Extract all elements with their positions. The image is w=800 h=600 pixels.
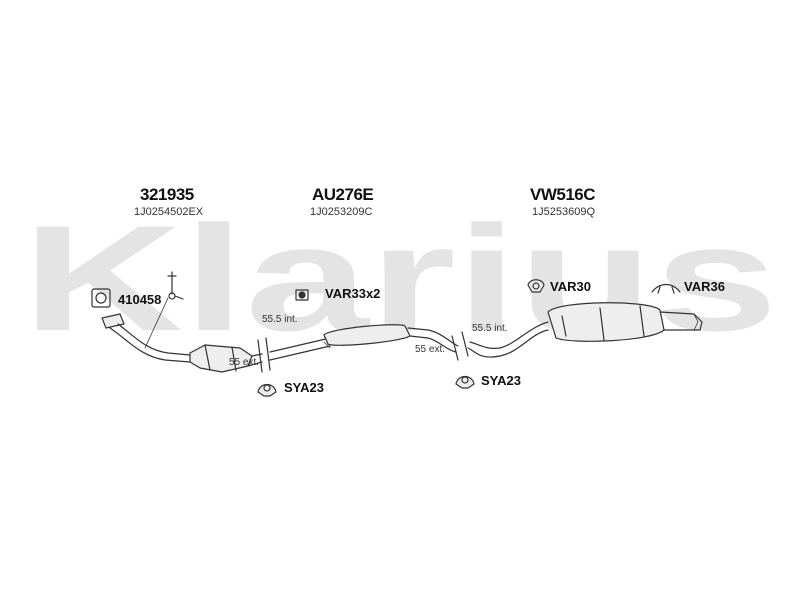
- part-label-mount: VAR30: [550, 279, 591, 294]
- assembly-ref-1: 1J0254502EX: [134, 206, 204, 218]
- front-pipe-section: [101, 313, 263, 373]
- part-label-rubber-1: SYA23: [284, 380, 324, 395]
- rear-section: [467, 302, 703, 358]
- hanger-icon: [651, 283, 681, 294]
- dimension-ext-1: 55 ext.: [229, 357, 260, 368]
- rubber-mount-icon-2: [455, 375, 475, 389]
- bolt-icon: [167, 271, 184, 300]
- middle-section: [269, 324, 459, 361]
- assembly-code-3: VW516C: [530, 185, 596, 204]
- mount-icon: [527, 279, 545, 293]
- gasket-icon: [91, 288, 111, 308]
- dimension-int-1: 55.5 int.: [262, 314, 298, 325]
- dimension-int-2: 55.5 int.: [472, 323, 508, 334]
- clamp-icon: [295, 289, 309, 301]
- part-label-hanger: VAR36: [684, 279, 725, 294]
- joint-2: [451, 331, 469, 361]
- assembly-code-1: 321935: [140, 185, 194, 204]
- part-label-gasket: 410458: [118, 292, 162, 307]
- joint-1: [257, 337, 271, 373]
- rubber-mount-icon-1: [257, 383, 277, 397]
- dimension-ext-2: 55 ext.: [415, 344, 446, 355]
- leader-line: [144, 297, 169, 349]
- part-label-clamp: VAR33x2: [325, 286, 381, 301]
- assembly-ref-2: 1J0253209C: [310, 206, 373, 218]
- part-label-rubber-2: SYA23: [481, 373, 521, 388]
- assembly-ref-3: 1J5253609Q: [532, 206, 595, 218]
- assembly-code-2: AU276E: [312, 185, 374, 204]
